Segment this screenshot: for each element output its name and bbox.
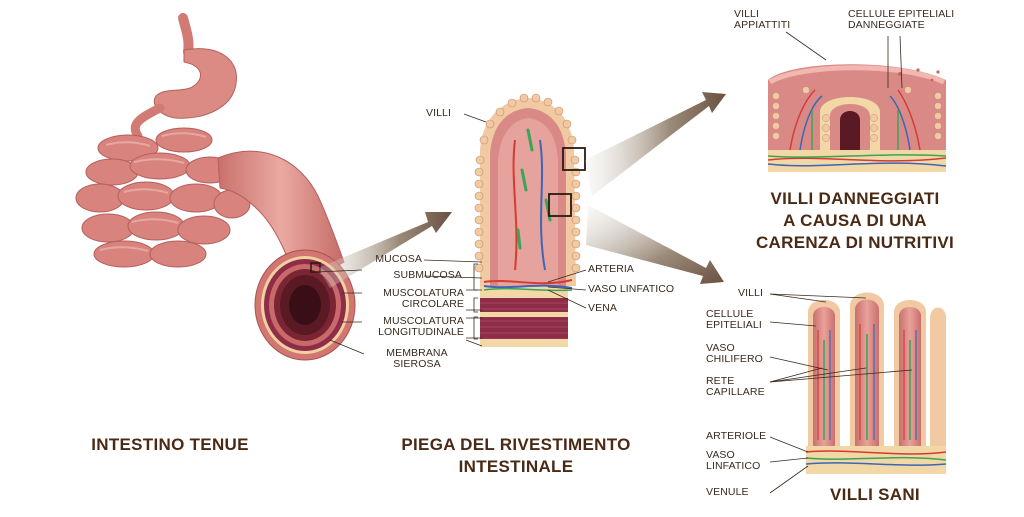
label-lacteal-2: CHILIFERO: [706, 353, 763, 365]
small-intestine-illustration: [75, 13, 356, 361]
label-capillary-network-1: RETE: [706, 375, 735, 387]
label-artery: ARTERIA: [588, 263, 635, 275]
label-arterioles: ARTERIOLE: [706, 430, 767, 442]
title-small-intestine: INTESTINO TENUE: [91, 435, 249, 454]
label-longitudinal-muscle-2: LONGITUDINALE: [378, 326, 464, 338]
label-serosa-2: SIEROSA: [393, 358, 441, 370]
label-epithelial-cells-2: EPITELIALI: [706, 319, 762, 331]
title-damaged-line1: VILLI DANNEGGIATI: [770, 189, 940, 208]
label-flattened-villi-2: APPIATTITI: [734, 19, 791, 31]
label-damaged-cells-2: DANNEGGIATE: [848, 19, 925, 31]
label-lacteal-1: VASO: [706, 342, 735, 354]
label-flattened-villi-1: VILLI: [734, 8, 760, 20]
intestinal-fold-illustration: [474, 93, 586, 347]
title-damaged-line3: CARENZA DI NUTRITIVI: [755, 233, 955, 252]
healthy-villi-illustration: [805, 292, 947, 474]
label-fold-villi: VILLI: [426, 107, 452, 119]
healthy-villi-fingers: [808, 292, 946, 446]
leader-lines: [315, 31, 913, 494]
label-capillary-network-2: CAPILLARE: [706, 386, 765, 398]
title-healthy-villi: VILLI SANI: [830, 485, 920, 504]
label-lymphatic-2: LINFATICO: [706, 460, 761, 472]
label-submucosa: SUBMUCOSA: [393, 269, 462, 281]
title-damaged-line2: A CAUSA DI UNA: [783, 211, 927, 230]
label-damaged-cells-1: CELLULE EPITELIALI: [848, 8, 955, 20]
label-vein: VENA: [588, 302, 617, 314]
label-venules: VENULE: [706, 486, 749, 498]
label-circular-muscle-1: MUSCOLATURA: [383, 287, 464, 299]
label-longitudinal-muscle-1: MUSCOLATURA: [383, 315, 464, 327]
title-fold-line1: PIEGA DEL RIVESTIMENTO: [401, 435, 631, 454]
arrow-to-damaged: [585, 92, 726, 196]
arrow-to-fold: [318, 212, 452, 288]
label-healthy-villi: VILLI: [738, 287, 764, 299]
label-lymph-vessel: VASO LINFATICO: [588, 283, 675, 295]
label-mucosa: MUCOSA: [375, 253, 422, 265]
label-serosa-1: MEMBRANA: [386, 347, 448, 359]
label-circular-muscle-2: CIRCOLARE: [401, 298, 464, 310]
label-epithelial-cells-1: CELLULE: [706, 308, 754, 320]
arrow-to-healthy: [586, 205, 724, 284]
title-fold-line2: INTESTINALE: [458, 457, 574, 476]
damaged-villi-illustration: [767, 64, 947, 172]
label-lymphatic-1: VASO: [706, 449, 735, 461]
